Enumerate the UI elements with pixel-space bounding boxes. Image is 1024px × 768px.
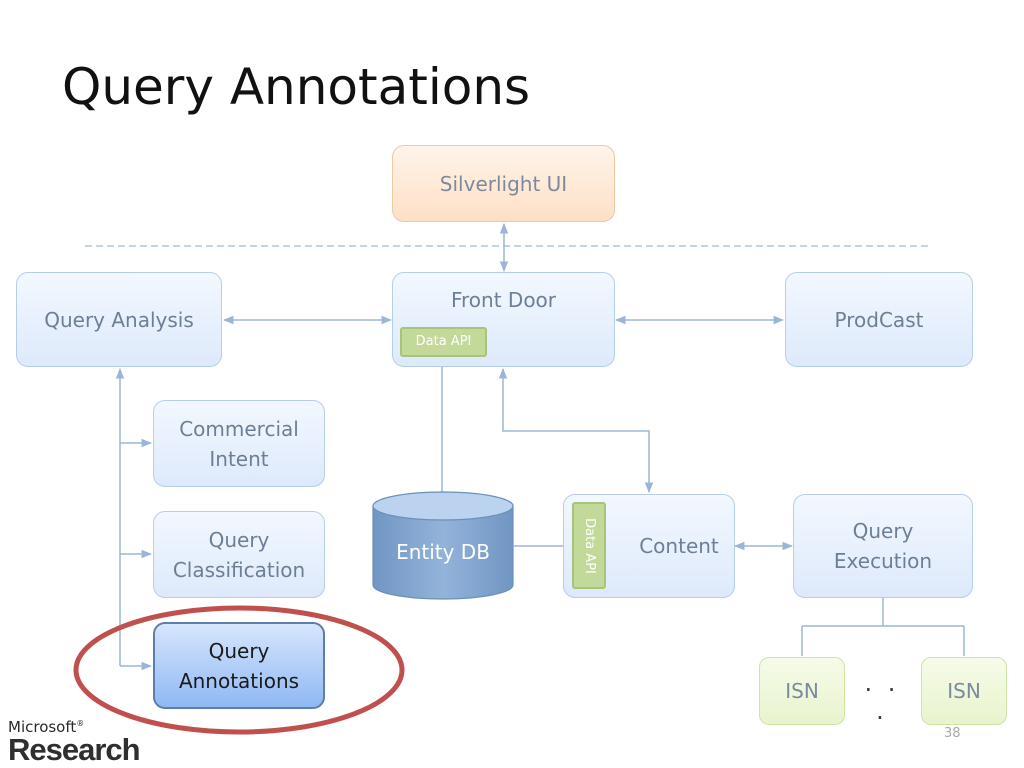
query-classification-box: Query Classification (153, 511, 325, 598)
isn-right-label: ISN (947, 679, 981, 703)
commercial-intent-label: Commercial Intent (179, 416, 299, 471)
entity-db-label: Entity DB (396, 540, 490, 564)
silverlight-ui-label: Silverlight UI (439, 171, 568, 196)
microsoft-research-logo: Microsoft® Research (8, 716, 141, 767)
isn-left-label: ISN (785, 679, 819, 703)
front-door-box: Front Door Data API (392, 272, 615, 367)
query-annotations-label: Query Annotations (178, 638, 300, 693)
isn-right-box: ISN (921, 657, 1007, 725)
logo-company: Microsoft® (8, 718, 85, 736)
front-door-data-api-badge: Data API (400, 327, 487, 357)
prodcast-box: ProdCast (785, 272, 973, 367)
highlight-ellipse (73, 605, 405, 735)
prodcast-label: ProdCast (834, 307, 924, 332)
commercial-intent-box: Commercial Intent (153, 400, 325, 487)
front-door-label: Front Door (450, 288, 557, 312)
isn-left-box: ISN (759, 657, 845, 725)
silverlight-ui-box: Silverlight UI (392, 145, 615, 222)
query-execution-label: Query Execution (833, 519, 933, 573)
isn-ellipsis: · · · (864, 676, 900, 732)
content-box: Data API Content (563, 494, 735, 598)
slide-page-number: 38 (944, 726, 961, 741)
content-data-api-label: Data API (582, 517, 597, 574)
slide-title: Query Annotations (62, 58, 531, 116)
content-data-api-badge: Data API (572, 502, 606, 589)
query-analysis-box: Query Analysis (16, 272, 222, 367)
query-annotations-box: Query Annotations (153, 622, 325, 709)
query-execution-box: Query Execution (793, 494, 973, 598)
query-classification-label: Query Classification (172, 527, 306, 582)
logo-division: Research (8, 732, 141, 767)
query-analysis-label: Query Analysis (44, 307, 194, 332)
entity-db-cylinder (372, 491, 514, 600)
content-label: Content (639, 534, 719, 558)
connector-frontdoor-content (498, 367, 654, 494)
